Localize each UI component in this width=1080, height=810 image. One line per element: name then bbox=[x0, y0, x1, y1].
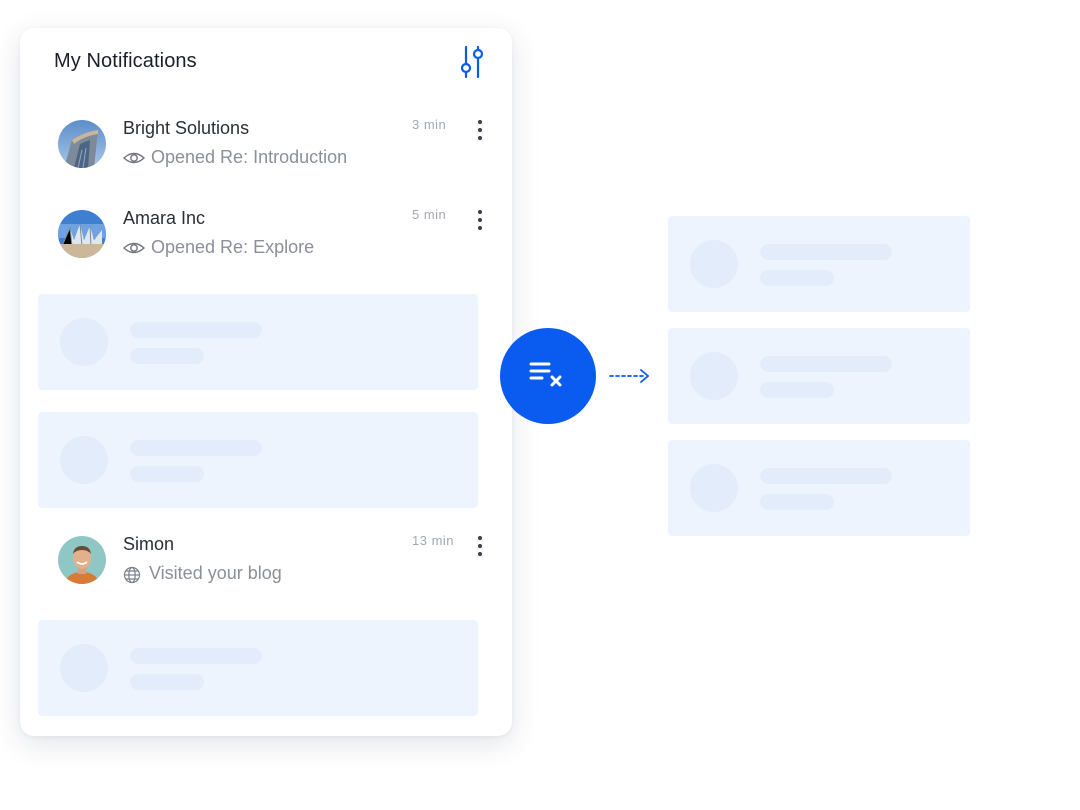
clear-list-icon bbox=[528, 356, 568, 397]
more-options-icon[interactable] bbox=[472, 208, 488, 232]
placeholder-item bbox=[668, 328, 970, 424]
globe-icon bbox=[123, 566, 141, 583]
placeholder-item bbox=[38, 412, 478, 508]
filter-sliders-icon[interactable] bbox=[457, 44, 487, 79]
panel-title: My Notifications bbox=[54, 50, 197, 72]
notification-item[interactable]: Amara Inc Opened Re: Explore 5 min bbox=[38, 202, 494, 266]
eye-icon bbox=[123, 240, 145, 256]
notification-time: 5 min bbox=[412, 207, 447, 222]
placeholder-item bbox=[38, 294, 478, 390]
notification-activity: Opened Re: Explore bbox=[151, 237, 315, 257]
notification-sender: Simon bbox=[123, 534, 175, 554]
notification-time: 13 min bbox=[412, 533, 455, 548]
avatar bbox=[58, 120, 106, 168]
notification-sender: Amara Inc bbox=[123, 208, 206, 228]
avatar bbox=[58, 210, 106, 258]
placeholder-item bbox=[668, 216, 970, 312]
notifications-panel: My Notifications bbox=[20, 28, 512, 736]
more-options-icon[interactable] bbox=[472, 534, 488, 558]
placeholder-item bbox=[38, 620, 478, 716]
notification-activity: Visited your blog bbox=[149, 563, 282, 583]
clear-notifications-button[interactable] bbox=[500, 328, 596, 424]
notification-item[interactable]: Simon Visited your blog 13 min bbox=[38, 528, 494, 592]
notification-activity: Opened Re: Introduction bbox=[151, 147, 348, 167]
notification-item[interactable]: Bright Solutions Opened Re: Introduction… bbox=[38, 112, 494, 176]
dashed-arrow-right-icon bbox=[608, 367, 652, 385]
notification-time: 3 min bbox=[412, 117, 447, 132]
avatar bbox=[58, 536, 106, 584]
notification-sender: Bright Solutions bbox=[123, 118, 250, 138]
more-options-icon[interactable] bbox=[472, 118, 488, 142]
eye-icon bbox=[123, 150, 145, 166]
placeholder-item bbox=[668, 440, 970, 536]
